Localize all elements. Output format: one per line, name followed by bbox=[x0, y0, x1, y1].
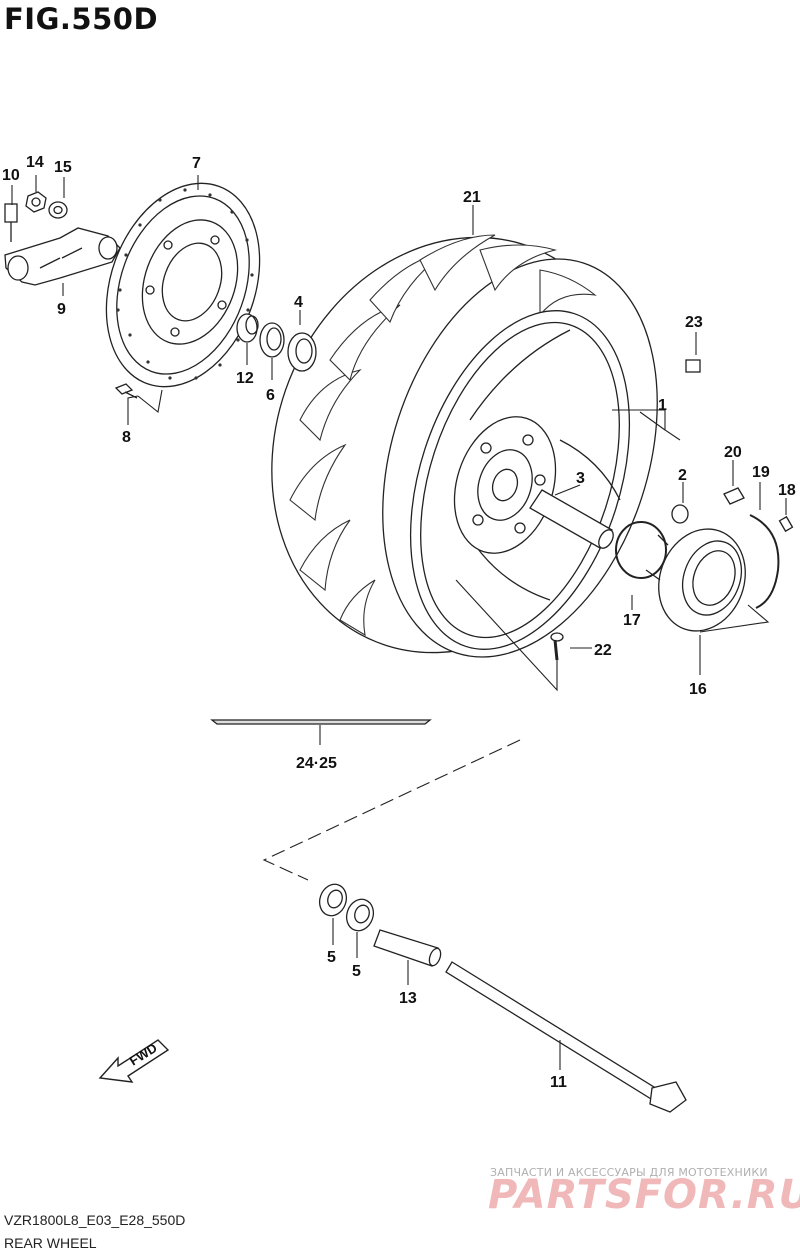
callout-12: 12 bbox=[236, 370, 254, 387]
callout-14: 14 bbox=[26, 154, 44, 171]
balancer-weight bbox=[210, 719, 432, 725]
hub-spacer bbox=[671, 504, 689, 524]
callout-5a: 5 bbox=[327, 949, 336, 966]
callout-5b: 5 bbox=[352, 963, 361, 980]
callout-22: 22 bbox=[594, 642, 612, 659]
callout-6: 6 bbox=[266, 387, 275, 404]
cap bbox=[685, 359, 701, 373]
circlip bbox=[749, 514, 780, 609]
callout-1: 1 bbox=[658, 397, 667, 414]
callout-2: 2 bbox=[678, 467, 687, 484]
caliper-bracket bbox=[4, 227, 121, 286]
watermark-tagline: ЗАПЧАСТИ И АКСЕССУАРЫ ДЛЯ МОТОТЕХНИКИ bbox=[490, 1166, 768, 1179]
air-valve bbox=[550, 632, 564, 661]
figure-title: FIG.550D bbox=[4, 2, 159, 36]
callout-24-25: 24·25 bbox=[296, 755, 337, 772]
watermark-brand: PARTSFOR.RU bbox=[488, 1172, 800, 1218]
callout-10: 10 bbox=[2, 167, 20, 184]
spacer-collar bbox=[236, 313, 259, 343]
callout-18: 18 bbox=[778, 482, 796, 499]
washer bbox=[48, 201, 68, 219]
o-ring bbox=[615, 521, 667, 579]
hub-sensor-rotor bbox=[645, 528, 746, 632]
callout-11: 11 bbox=[550, 1074, 567, 1091]
rear-axle bbox=[445, 961, 687, 1113]
sensor-clip bbox=[723, 487, 745, 505]
callout-9: 9 bbox=[57, 301, 66, 318]
bearing-left bbox=[287, 332, 317, 372]
callout-4: 4 bbox=[294, 294, 303, 311]
callout-23: 23 bbox=[685, 314, 703, 331]
disc-bolt bbox=[114, 383, 138, 399]
callout-7: 7 bbox=[192, 155, 201, 172]
diagram-name: REAR WHEEL bbox=[4, 1235, 97, 1251]
bearing-right-inner bbox=[345, 898, 375, 932]
wheel-rim bbox=[409, 310, 631, 650]
caliper-bolt bbox=[4, 203, 18, 242]
callout-15: 15 bbox=[54, 159, 72, 176]
callout-20: 20 bbox=[724, 444, 742, 461]
bearing-right-outer bbox=[318, 883, 348, 917]
callout-17: 17 bbox=[623, 612, 641, 629]
diagram-code: VZR1800L8_E03_E28_550D bbox=[4, 1212, 186, 1228]
brake-disc bbox=[105, 182, 261, 388]
callout-16: 16 bbox=[689, 681, 707, 698]
forward-direction-arrow: FWD bbox=[98, 1039, 170, 1083]
callout-3: 3 bbox=[576, 470, 585, 487]
rotor-screw bbox=[778, 515, 794, 533]
callout-8: 8 bbox=[122, 429, 131, 446]
nut bbox=[25, 191, 47, 213]
callout-19: 19 bbox=[752, 464, 770, 481]
hub-spacer-shaft bbox=[529, 489, 614, 549]
oil-seal bbox=[259, 322, 285, 358]
callout-21: 21 bbox=[463, 189, 481, 206]
callout-13: 13 bbox=[399, 990, 417, 1007]
axle-collar bbox=[373, 929, 442, 967]
callout-labels: 1 2 3 4 5 5 6 7 8 9 10 11 12 13 14 15 16… bbox=[2, 154, 796, 1091]
leader-lines bbox=[11, 175, 787, 1070]
